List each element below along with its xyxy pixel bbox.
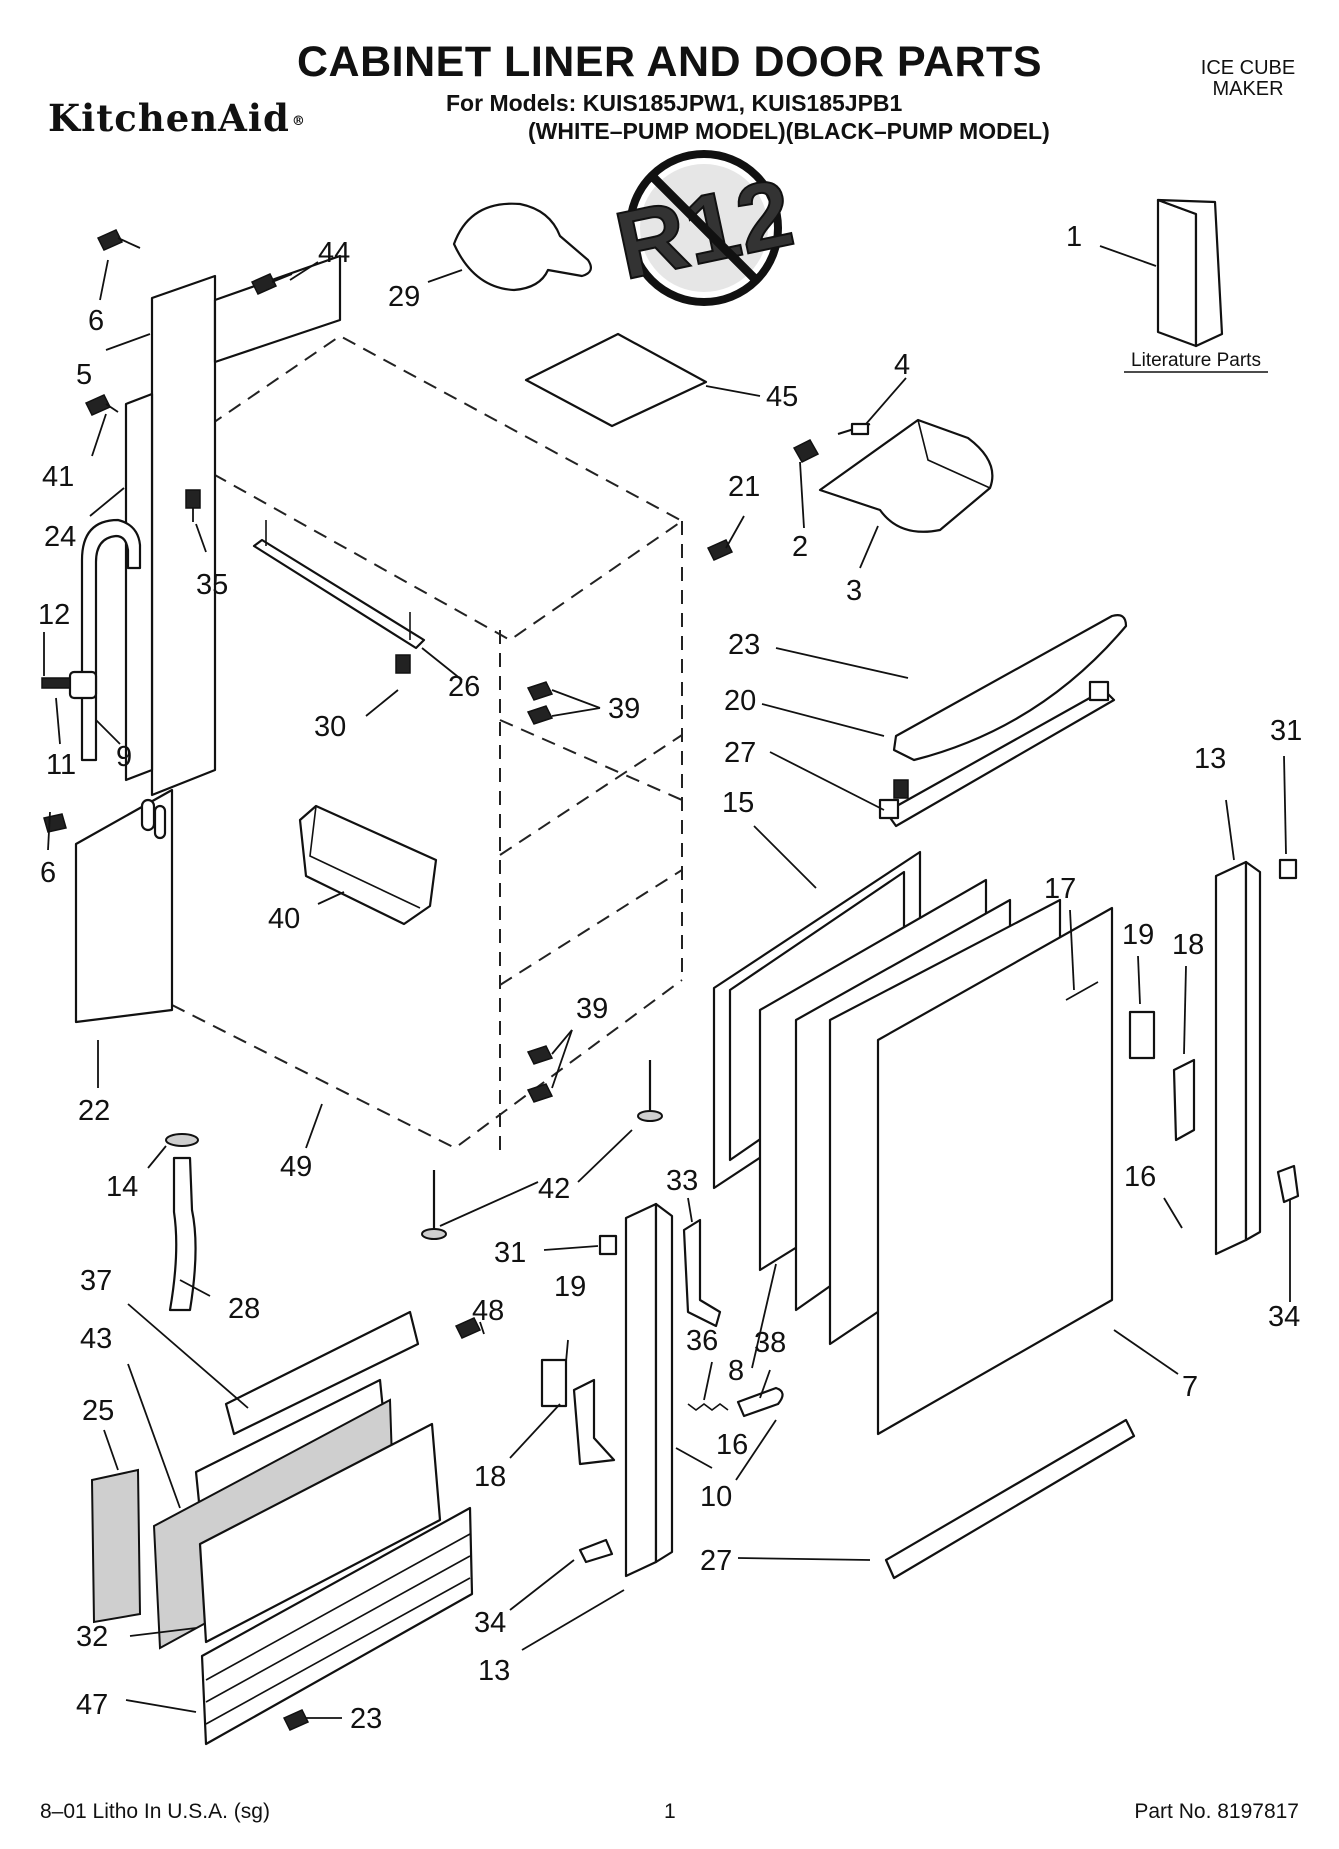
part-number: 17 [1044, 873, 1076, 905]
leader-lines [43, 245, 1291, 1719]
product-type-line: ICE CUBE [1200, 57, 1296, 79]
part-number: 19 [554, 1271, 586, 1303]
part-number: 36 [686, 1325, 718, 1357]
part-number: 21 [728, 471, 760, 503]
part-number: 44 [318, 237, 350, 269]
part-number: 28 [228, 1293, 260, 1325]
part-number: 24 [44, 521, 76, 553]
drain-tube [80, 518, 142, 762]
part-number: 34 [1268, 1301, 1300, 1333]
part-number: 18 [474, 1461, 506, 1493]
registered-mark-icon: ® [291, 114, 306, 129]
part-number: 19 [1122, 919, 1154, 951]
drain-hose [165, 1133, 199, 1312]
part-number: 49 [280, 1151, 312, 1183]
part-number: 38 [754, 1327, 786, 1359]
leveling-legs [421, 1060, 663, 1240]
part-number: 23 [728, 629, 760, 661]
no-r12-seal: R12 [606, 150, 803, 306]
brand-name: KitchenAid [48, 96, 290, 140]
kick-panel-parts [90, 1310, 474, 1746]
part-number: 20 [724, 685, 756, 717]
part-number: 35 [196, 569, 228, 601]
part-number: 40 [268, 903, 300, 935]
part-number: 15 [722, 787, 754, 819]
part-numbers: 1 44 6 29 5 45 4 41 21 2 24 35 3 12 23 2… [38, 221, 1302, 1735]
hinge-pins [578, 1164, 1300, 1564]
part-number: 25 [82, 1395, 114, 1427]
part-number: 27 [724, 737, 756, 769]
brand-logo: KitchenAid® [48, 96, 306, 140]
print-info: 8–01 Litho In U.S.A. (sg) [40, 1800, 270, 1823]
literature-booklet [1124, 198, 1268, 373]
part-number: 9 [116, 741, 132, 773]
cabinet-liner [171, 334, 684, 1150]
part-number: 41 [42, 461, 74, 493]
part-number: 45 [766, 381, 798, 413]
part-number: 3 [846, 575, 862, 607]
part-number: 5 [76, 359, 92, 391]
part-number: 13 [478, 1655, 510, 1687]
product-type-line: MAKER [1212, 78, 1284, 100]
part-number: 33 [666, 1165, 698, 1197]
part-number: 1 [1066, 221, 1082, 253]
part-number: 16 [1124, 1161, 1156, 1193]
part-number: 23 [350, 1703, 382, 1735]
part-number: 16 [716, 1429, 748, 1461]
part-number: 10 [700, 1481, 732, 1513]
part-number: 42 [538, 1173, 570, 1205]
door-top-frames [878, 614, 1128, 828]
hinge-brackets [540, 858, 1298, 1466]
product-type: ICE CUBE MAKER [1178, 58, 1318, 100]
door-bottom-frame [884, 1418, 1136, 1580]
part-number: 26 [448, 671, 480, 703]
part-number: 37 [80, 1265, 112, 1297]
part-number: 11 [46, 749, 76, 781]
left-side-panels [74, 254, 342, 1024]
deflector [818, 418, 994, 533]
models-line: For Models: KUIS185JPW1, KUIS185JPB1 [446, 90, 903, 116]
part-number: 34 [474, 1607, 506, 1639]
clamp [41, 670, 98, 700]
top-pad [524, 332, 708, 428]
part-number: 6 [40, 857, 56, 889]
part-number-footer: Part No. 8197817 [1134, 1800, 1299, 1823]
part-number: 7 [1182, 1371, 1198, 1403]
door-assembly [712, 850, 1114, 1436]
page-number: 1 [664, 1800, 676, 1823]
part-number: 31 [494, 1237, 526, 1269]
part-number: 12 [38, 599, 70, 631]
hinge-rails [624, 860, 1262, 1578]
part-number: 48 [472, 1295, 504, 1327]
part-number: 18 [1172, 929, 1204, 961]
part-number: 27 [700, 1545, 732, 1577]
part-number: 31 [1270, 715, 1302, 747]
part-number: 29 [388, 281, 420, 313]
page-title: CABINET LINER AND DOOR PARTS [297, 38, 1042, 86]
liner-strip [252, 538, 426, 650]
part-number: 14 [106, 1171, 138, 1203]
part-number: 32 [76, 1621, 108, 1653]
part-number: 47 [76, 1689, 108, 1721]
part-number: 30 [314, 711, 346, 743]
part-number: 13 [1194, 743, 1226, 775]
part-number: 39 [576, 993, 608, 1025]
part-number: 8 [728, 1355, 744, 1387]
part-number: 43 [80, 1323, 112, 1355]
literature-label: Literature Parts [1131, 350, 1261, 371]
part-number: 4 [894, 349, 910, 381]
part-number: 6 [88, 305, 104, 337]
part-number: 2 [792, 531, 808, 563]
part-number: 22 [78, 1095, 110, 1127]
variants-line: (WHITE–PUMP MODEL)(BLACK–PUMP MODEL) [528, 118, 1050, 144]
part-number: 39 [608, 693, 640, 725]
ice-scoop [452, 202, 592, 292]
